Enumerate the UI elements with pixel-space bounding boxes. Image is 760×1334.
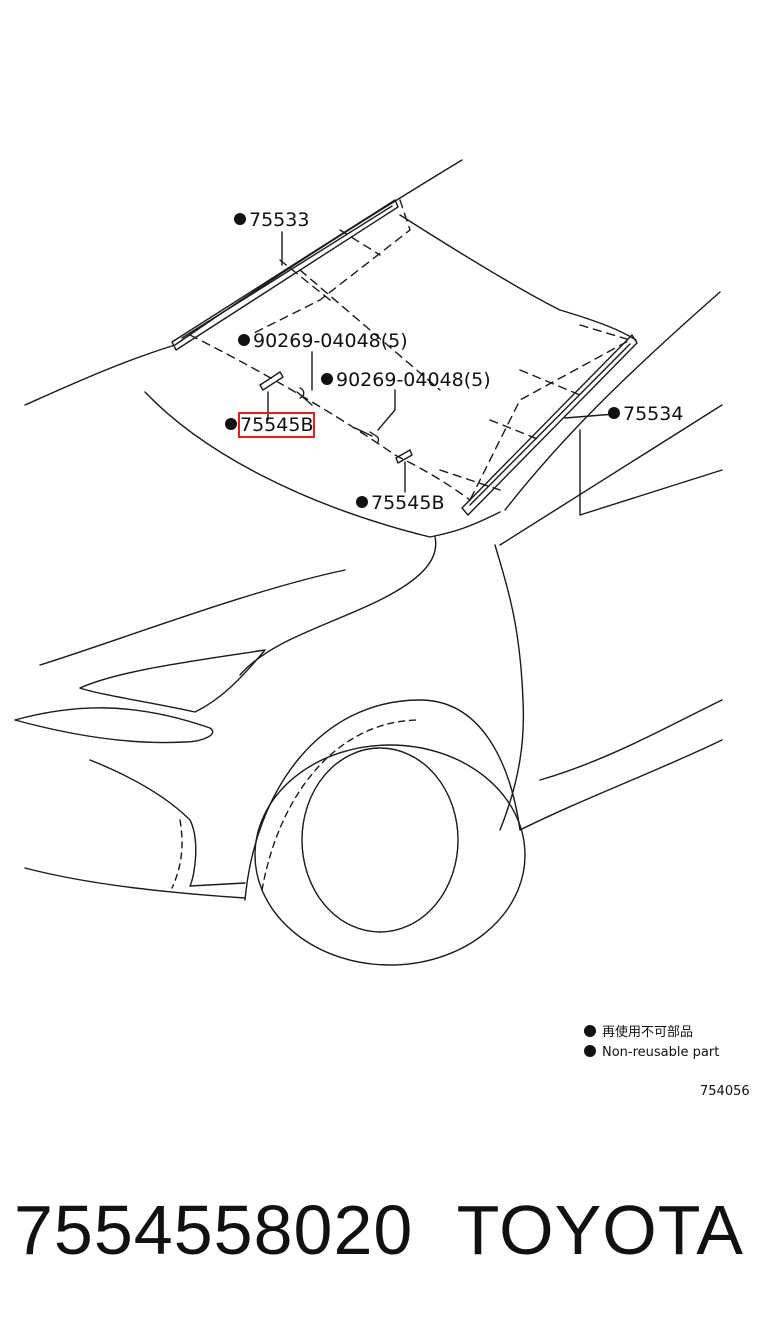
glass-dashed-grid1 [279, 229, 441, 391]
legend-dot-icon [584, 1045, 596, 1057]
side-line [539, 699, 723, 781]
callout-label: 90269-04048(5) [253, 330, 408, 352]
leader-75534 [564, 413, 616, 419]
figure-code: 754056 [700, 1084, 750, 1099]
glass-dashed-edge [189, 334, 471, 501]
car-hood-moulding-diagram [14, 159, 723, 966]
legend-line-jp: 再使用不可部品 [584, 1024, 693, 1042]
door-line-2 [499, 404, 723, 546]
footer: 7554558020 TOYOTA [0, 1185, 760, 1285]
fender-top [239, 536, 437, 676]
tire-inner [301, 747, 459, 933]
roof-line [504, 291, 721, 511]
non-reusable-dot-icon [356, 496, 368, 508]
glass-dashed-left [249, 199, 411, 336]
non-reusable-dot-icon [608, 407, 620, 419]
callout-75533[interactable]: 75533 [234, 209, 309, 231]
moulding-75534 [461, 334, 638, 516]
screw-left [296, 387, 313, 406]
hood-front-edge [144, 391, 501, 538]
non-reusable-dot-icon [225, 418, 237, 430]
callout-75545b-highlighted[interactable]: 75545B [225, 412, 316, 438]
callout-90269-04048-b[interactable]: 90269-04048(5) [321, 369, 491, 391]
callout-label-highlighted: 75545B [237, 412, 316, 438]
clip-left [259, 371, 284, 391]
part-number: 7554558020 [14, 1191, 414, 1269]
a-pillar [494, 544, 525, 831]
bumper-upper [14, 707, 214, 744]
headlight [79, 649, 266, 713]
screw-right [354, 427, 380, 443]
wheel-arch-inner [261, 719, 421, 891]
callout-label: 75545B [371, 492, 445, 514]
non-reusable-dot-icon [321, 373, 333, 385]
legend-line-en: Non-reusable part [584, 1044, 719, 1062]
door-line [579, 429, 723, 516]
moulding-75533-inner [181, 205, 393, 339]
wheel-arch [244, 699, 521, 901]
non-reusable-dot-icon [234, 213, 246, 225]
moulding-75533 [171, 199, 399, 351]
callout-label: 75534 [623, 403, 684, 425]
callout-75534[interactable]: 75534 [608, 403, 683, 425]
callout-label: 90269-04048(5) [336, 369, 491, 391]
non-reusable-dot-icon [238, 334, 250, 346]
headlight-upper [39, 569, 346, 666]
brand-name: TOYOTA [456, 1191, 744, 1269]
callout-75545b[interactable]: 75545B [356, 492, 444, 514]
leader-90269-b [377, 389, 396, 431]
glass-dashed-right [469, 324, 631, 501]
callout-label: 75533 [249, 209, 310, 231]
legend-text-en: Non-reusable part [602, 1045, 720, 1060]
tire-outer [254, 744, 526, 966]
legend-text-jp: 再使用不可部品 [602, 1025, 694, 1040]
clip-right [395, 449, 413, 464]
grille-side [171, 819, 183, 889]
callout-90269-04048-a[interactable]: 90269-04048(5) [238, 330, 408, 352]
moulding-75534-inner [469, 343, 631, 506]
bumper-lower [89, 759, 246, 887]
side-skirt [519, 739, 723, 831]
windshield-base [399, 214, 637, 341]
bottom-line [24, 867, 246, 899]
legend-dot-icon [584, 1025, 596, 1037]
